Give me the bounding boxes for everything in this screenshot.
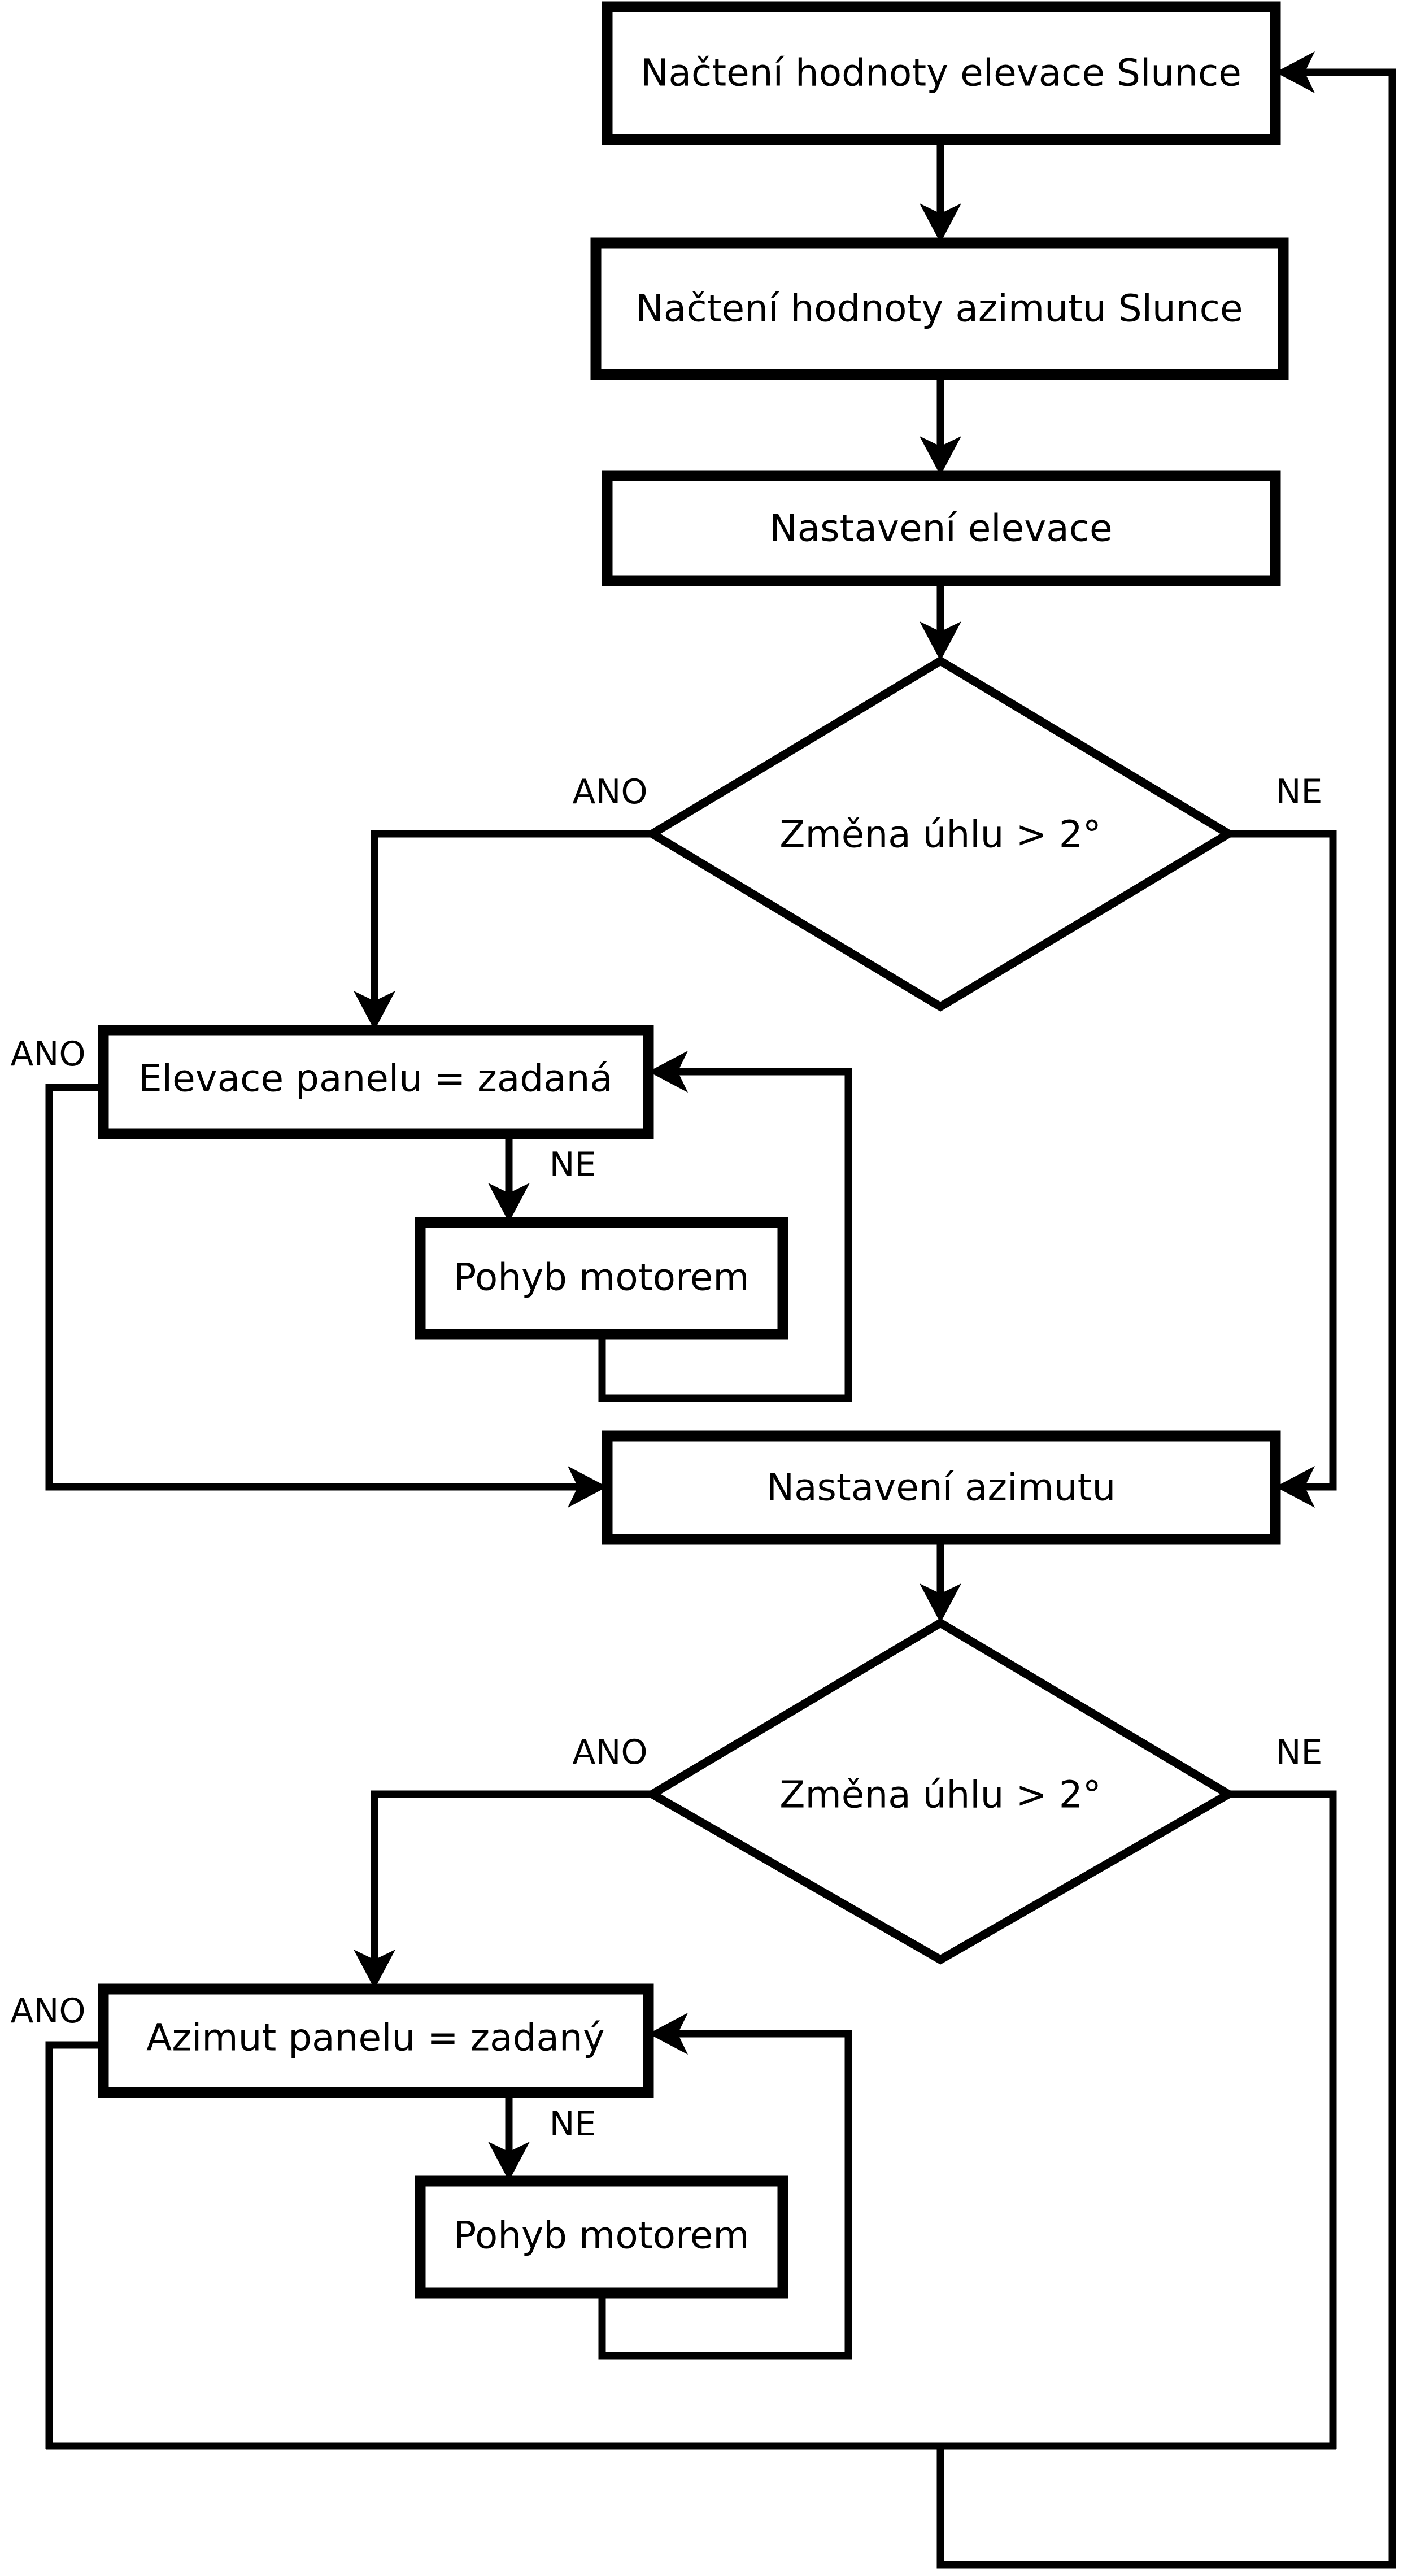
arrowhead-into-set-elevation [920, 436, 961, 476]
edge-elevation-reached-yes [45, 1084, 582, 1491]
node-elevation-check-label: Změna úhlu > 2° [779, 812, 1101, 856]
node-elevation-motor-label: Pohyb motorem [454, 1255, 750, 1299]
node-azimuth-motor-label: Pohyb motorem [454, 2213, 750, 2257]
node-set-azimuth-label: Nastavení azimutu [766, 1465, 1116, 1509]
node-elevation-check-diamond [644, 656, 1237, 1012]
arrowhead-into-azimuth-reached-right [648, 2013, 688, 2055]
node-load-elevation-label: Načtení hodnoty elevace Slunce [640, 51, 1241, 95]
arrowhead-into-azimuth-motor [488, 2142, 530, 2181]
edge-elevation-check-no [1227, 830, 1337, 1491]
edge-elevation-motor-loop [598, 1068, 852, 1402]
edge-azimuth-motor-loop [598, 2030, 852, 2360]
arrowhead-into-elevation-check [920, 621, 961, 661]
arrowhead-into-set-azimuth-right [1275, 1466, 1315, 1508]
node-set-elevation-box [602, 470, 1281, 586]
node-load-azimuth-label: Načtení hodnoty azimutu Slunce [635, 286, 1243, 330]
label-elevation-reached-yes: ANO [10, 1034, 86, 1074]
label-azimuth-reached-no: NE [549, 2104, 596, 2144]
label-azimuth-reached-yes: ANO [10, 1991, 86, 2031]
node-elevation-reached-box [98, 1025, 654, 1139]
arrowhead-into-elevation-reached-top [354, 991, 395, 1030]
arrowhead-into-elevation-motor [488, 1183, 530, 1222]
node-set-azimuth-box [602, 1430, 1281, 1545]
node-azimuth-reached-box [98, 1983, 654, 2098]
edge-azimuth-check-no [1227, 1790, 1337, 2449]
edge-elevation-check-yes [371, 830, 654, 1005]
node-load-elevation-box [602, 1, 1281, 145]
edge-azimuth-reached-yes [45, 2041, 103, 2449]
label-azimuth-check-no: NE [1275, 1733, 1323, 1772]
node-azimuth-check-label: Změna úhlu > 2° [779, 1773, 1101, 1817]
arrowhead-into-set-azimuth-left [568, 1466, 607, 1508]
arrowhead-into-azimuth-check [920, 1583, 961, 1623]
node-elevation-motor-box [415, 1217, 788, 1340]
node-set-elevation-label: Nastavení elevace [769, 506, 1113, 550]
arrowhead-into-load-azimuth [920, 203, 961, 243]
node-load-azimuth-box [590, 237, 1289, 380]
node-azimuth-reached-label: Azimut panelu = zadaný [146, 2016, 605, 2060]
node-elevation-reached-label: Elevace panelu = zadaná [138, 1056, 613, 1100]
node-azimuth-check-diamond [644, 1618, 1237, 1965]
arrowhead-into-azimuth-reached-top [354, 1950, 395, 1989]
label-elevation-check-yes: ANO [572, 772, 648, 812]
arrowhead-into-load-elevation [1275, 51, 1315, 93]
node-azimuth-motor-box [415, 2175, 788, 2299]
edge-return-to-start [936, 68, 1396, 2569]
label-elevation-check-no: NE [1275, 772, 1323, 812]
label-azimuth-check-yes: ANO [572, 1733, 648, 1772]
label-elevation-reached-no: NE [549, 1145, 596, 1185]
arrowhead-into-elevation-reached-right [648, 1051, 688, 1093]
edge-azimuth-check-yes [371, 1790, 654, 1964]
